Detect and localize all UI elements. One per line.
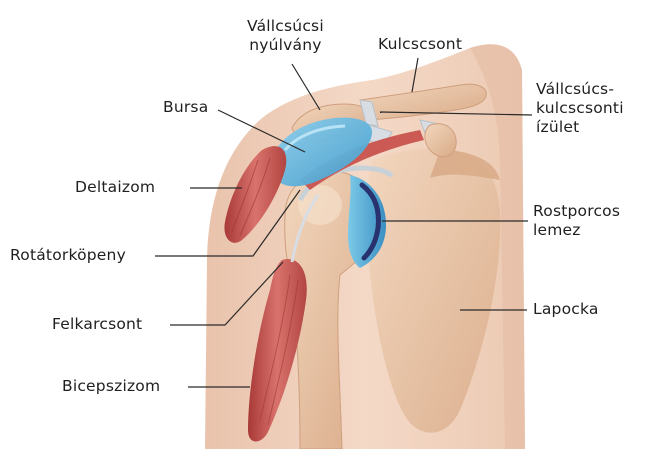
label-acromion: Vállcsúcsi nyúlvány bbox=[247, 17, 324, 55]
label-humerus-text: Felkarcsont bbox=[52, 315, 142, 334]
label-biceps: Bicepszizom bbox=[62, 377, 160, 396]
label-biceps-text: Bicepszizom bbox=[62, 377, 160, 396]
label-humerus: Felkarcsont bbox=[52, 315, 142, 334]
label-deltoid: Deltaizom bbox=[75, 178, 155, 197]
label-clavicle: Kulcscsont bbox=[378, 35, 462, 54]
label-acromion-line2: nyúlvány bbox=[247, 36, 324, 55]
label-scapula-text: Lapocka bbox=[533, 300, 599, 319]
label-labrum-line1: Rostporcos bbox=[533, 202, 620, 221]
label-labrum: Rostporcos lemez bbox=[533, 202, 620, 240]
label-deltoid-text: Deltaizom bbox=[75, 178, 155, 197]
label-bursa-text: Bursa bbox=[163, 98, 208, 117]
label-bursa: Bursa bbox=[163, 98, 208, 117]
label-rotator-cuff: Rotátorköpeny bbox=[10, 246, 126, 265]
label-labrum-line2: lemez bbox=[533, 221, 620, 240]
label-ac-joint-line3: ízület bbox=[536, 118, 624, 137]
label-clavicle-text: Kulcscsont bbox=[378, 35, 462, 54]
label-ac-joint-line2: kulcscsonti bbox=[536, 99, 624, 118]
label-acromion-line1: Vállcsúcsi bbox=[247, 17, 324, 36]
label-ac-joint: Vállcsúcs- kulcscsonti ízület bbox=[536, 80, 624, 137]
label-scapula: Lapocka bbox=[533, 300, 599, 319]
label-rotator-cuff-text: Rotátorköpeny bbox=[10, 246, 126, 265]
label-ac-joint-line1: Vállcsúcs- bbox=[536, 80, 624, 99]
